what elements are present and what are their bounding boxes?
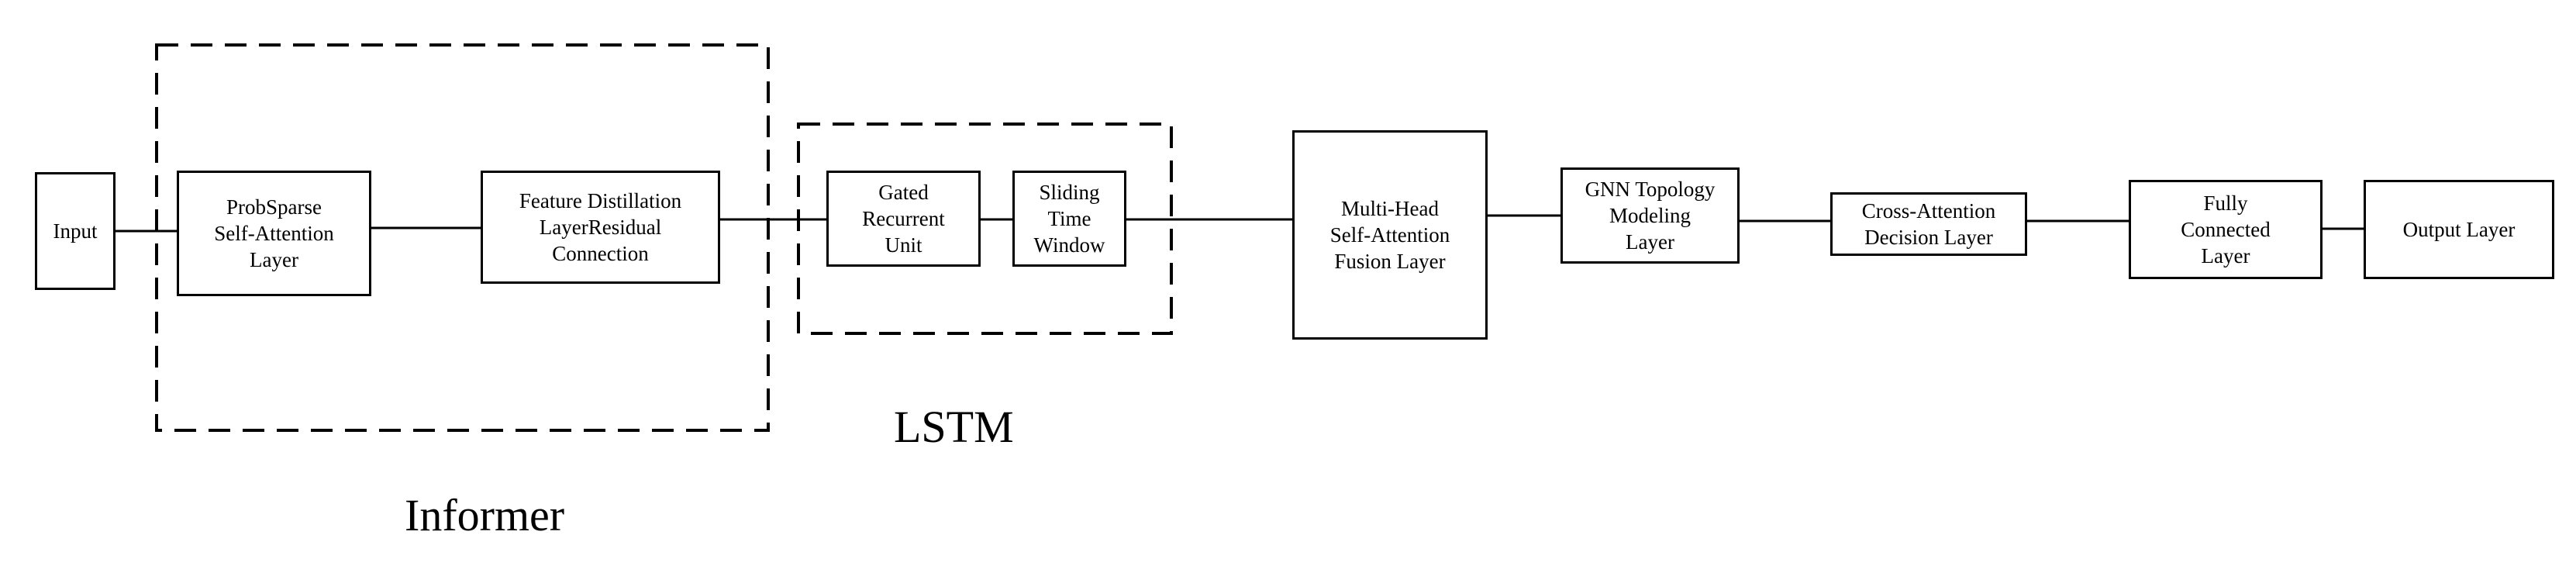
probsparse-node-line-2: Self-Attention (214, 222, 334, 245)
mhsa-line-1: Multi-Head (1341, 197, 1439, 220)
feature-distillation-node: Feature Distillation LayerResidual Conne… (481, 171, 720, 284)
probsparse-node-line-1: ProbSparse (226, 195, 322, 219)
sliding-window-line-1: Sliding (1039, 181, 1100, 204)
gru-line-1: Gated (878, 181, 929, 204)
informer-group-frame (155, 43, 770, 432)
fully-connected-line-2: Connected (2181, 218, 2271, 241)
input-node: Input (35, 172, 116, 290)
mhsa-line-2: Self-Attention (1329, 223, 1450, 247)
lstm-group-label: LSTM (894, 402, 1014, 452)
gru-line-2: Recurrent (862, 207, 945, 230)
fully-connected-line-1: Fully (2203, 192, 2248, 215)
fully-connected-line-3: Layer (2201, 244, 2250, 267)
cross-attention-decision-node: Cross-Attention Decision Layer (1830, 192, 2027, 256)
gnn-line-3: Layer (1626, 230, 1674, 254)
sliding-time-window-node: Sliding Time Window (1012, 171, 1126, 267)
gru-line-3: Unit (885, 233, 922, 257)
fully-connected-node: Fully Connected Layer (2129, 180, 2323, 279)
cross-attention-line-1: Cross-Attention (1861, 199, 1996, 223)
input-node-line-1: Input (53, 219, 98, 243)
output-node-line-1: Output Layer (2402, 218, 2516, 241)
feature-distillation-line-2: LayerResidual (539, 216, 662, 239)
mhsa-line-3: Fusion Layer (1334, 250, 1446, 273)
probsparse-node-line-3: Layer (250, 248, 298, 271)
feature-distillation-line-3: Connection (552, 242, 649, 265)
lstm-group-frame (797, 123, 1173, 335)
probsparse-self-attention-node: ProbSparse Self-Attention Layer (177, 171, 371, 296)
gnn-line-1: GNN Topology (1585, 178, 1716, 201)
gated-recurrent-unit-node: Gated Recurrent Unit (826, 171, 981, 267)
multi-head-self-attention-node: Multi-Head Self-Attention Fusion Layer (1292, 130, 1488, 340)
output-layer-node: Output Layer (2364, 180, 2554, 279)
gnn-line-2: Modeling (1609, 204, 1691, 227)
informer-group-label: Informer (405, 490, 565, 540)
feature-distillation-line-1: Feature Distillation (519, 189, 682, 212)
sliding-window-line-2: Time (1047, 207, 1091, 230)
cross-attention-line-2: Decision Layer (1864, 226, 1993, 249)
sliding-window-line-3: Window (1033, 233, 1105, 257)
gnn-topology-node: GNN Topology Modeling Layer (1560, 167, 1740, 264)
